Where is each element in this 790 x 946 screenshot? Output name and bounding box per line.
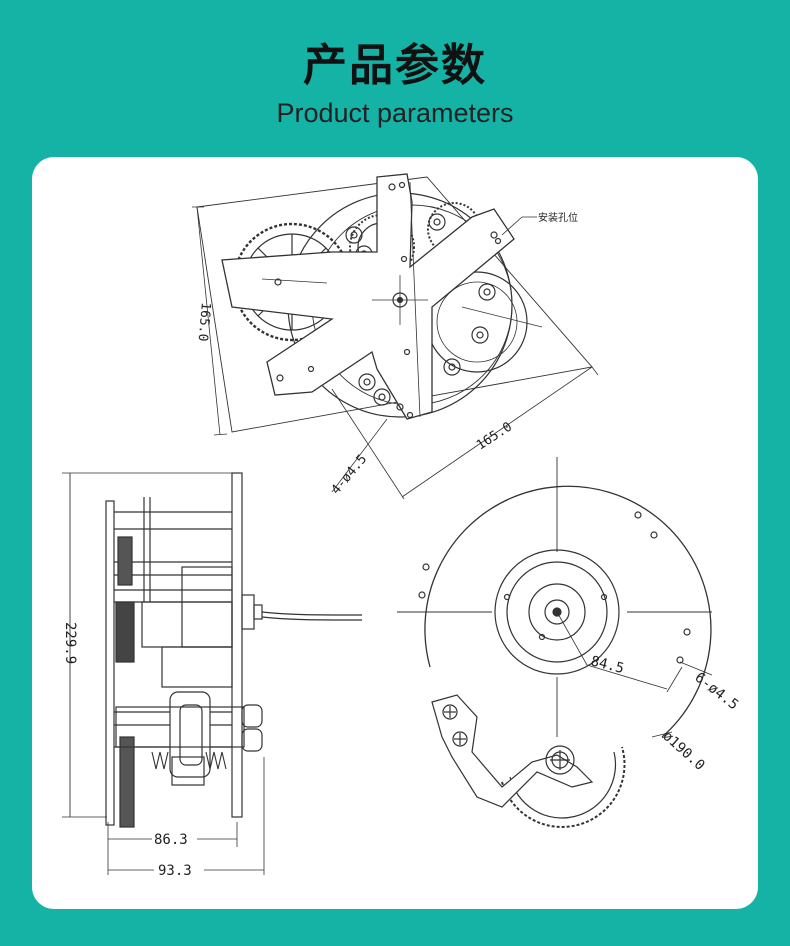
page-subtitle: Product parameters: [276, 98, 514, 128]
side-view: [62, 472, 363, 875]
front-dim-holes: 6-ø4.5: [692, 670, 742, 714]
top-dim-holes: 4-ø4.5: [329, 452, 371, 498]
side-dim-outer: 93.3: [158, 863, 192, 879]
side-dim-height: 229.9: [62, 622, 78, 664]
side-dim-inner: 86.3: [154, 832, 188, 848]
top-dim-height: 165.0: [195, 302, 213, 342]
top-view: [192, 173, 599, 500]
page-title: 产品参数: [303, 40, 487, 91]
front-dim-center: 84.5: [589, 653, 626, 677]
diagram-card: 安装孔位 165.0 165.0 4-ø4.5 229.9 86.3 93.3 …: [32, 157, 758, 909]
front-view: [397, 457, 713, 828]
mount-hole-label: 安装孔位: [538, 211, 578, 224]
technical-drawing: 安装孔位 165.0 165.0 4-ø4.5 229.9 86.3 93.3 …: [62, 173, 742, 879]
top-dim-width: 165.0: [474, 419, 515, 453]
front-dim-diameter: ø190.0: [659, 728, 707, 774]
